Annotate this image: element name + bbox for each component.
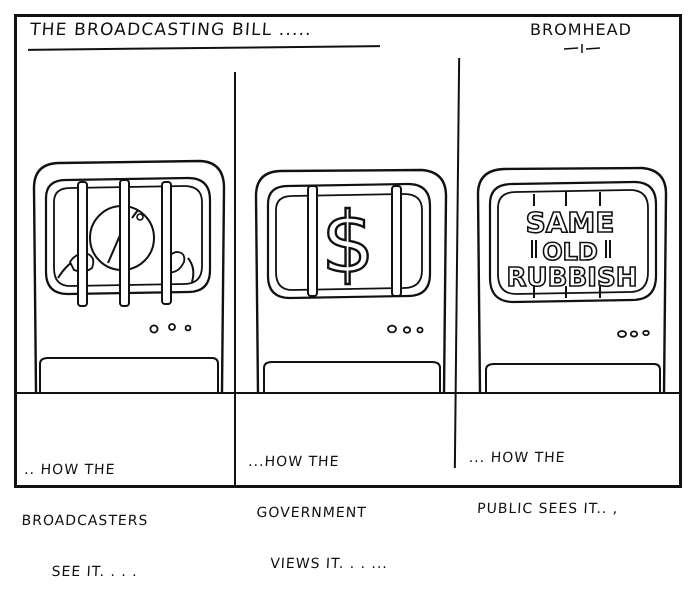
caption-government: ...HOW THE GOVERNMENT VIEWS IT. . . ...	[242, 420, 396, 590]
tv-floor-line	[14, 392, 682, 394]
tv-broadcasters	[32, 159, 226, 393]
tv-knobs-icon	[617, 329, 650, 338]
caption-line: .. HOW THE	[23, 462, 116, 478]
dollar-sign-behind-bars-icon: $	[320, 193, 376, 293]
svg-text:$: $	[321, 194, 374, 292]
cartoon-title: THE BROADCASTING BILL .....	[29, 20, 313, 40]
caption-line: ...HOW THE	[247, 454, 340, 470]
same-old-rubbish-text: SAME OLD RUBBISH	[506, 205, 639, 294]
svg-text:RUBBISH: RUBBISH	[507, 263, 638, 293]
artist-signature: BROMHEAD	[530, 20, 632, 39]
svg-text:OLD: OLD	[542, 238, 598, 266]
caption-line: GOVERNMENT	[245, 505, 368, 521]
tv-public: SAME OLD RUBBISH	[476, 166, 668, 395]
caption-line: ... HOW THE	[468, 450, 566, 466]
tv-government: $	[254, 168, 448, 395]
prison-bars	[77, 179, 172, 307]
tv-knobs-icon	[387, 324, 424, 334]
panel-divider-1	[234, 72, 236, 488]
caption-broadcasters: .. HOW THE BROADCASTERS SEE IT. . . .	[18, 428, 154, 598]
caption-line: SEE IT. . . .	[18, 564, 139, 580]
caption-line: PUBLIC SEES IT.. ,	[465, 501, 619, 517]
caption-line: BROADCASTERS	[21, 513, 149, 529]
tv-knobs-icon	[149, 323, 192, 334]
caption-public: ... HOW THE PUBLIC SEES IT.. ,	[465, 416, 623, 535]
svg-text:SAME: SAME	[526, 206, 615, 239]
caption-line: VIEWS IT. . . ...	[242, 556, 389, 572]
signature-underline-mark	[563, 44, 601, 53]
bar-stubs	[531, 192, 611, 298]
prison-bars	[307, 185, 402, 297]
